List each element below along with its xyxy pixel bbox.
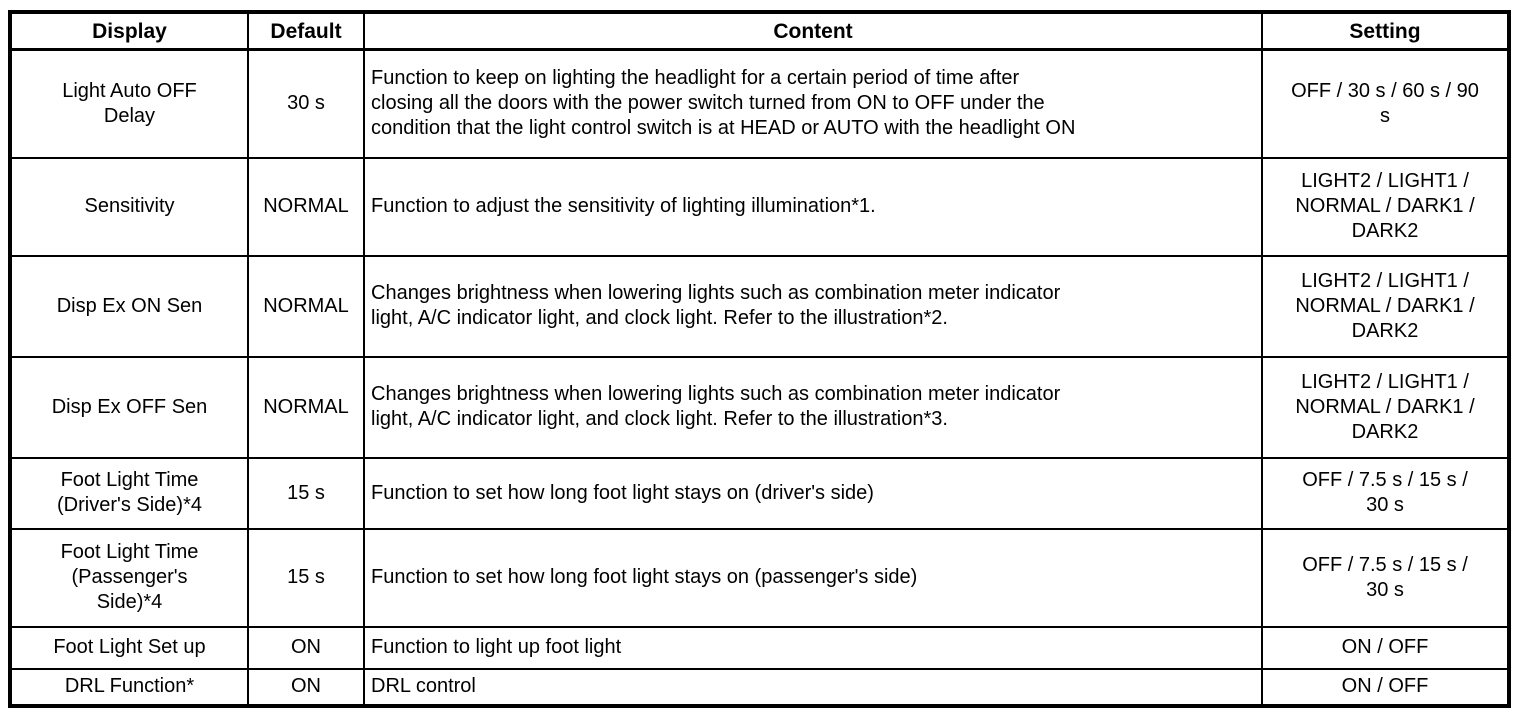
table-row-foot-light-time-passenger: Foot Light Time (Passenger's Side)*4 15 … [9,527,1510,628]
table-row-foot-light-time-driver: Foot Light Time (Driver's Side)*4 15 s F… [9,456,1510,530]
table-row-disp-ex-on-sen: Disp Ex ON Sen NORMAL Changes brightness… [9,254,1510,358]
column-header-setting: Setting [1261,11,1510,51]
cell-setting: LIGHT2 / LIGHT1 / NORMAL / DARK1 / DARK2 [1261,254,1510,358]
cell-setting: OFF / 7.5 s / 15 s / 30 s [1261,456,1510,530]
cell-default: ON [247,625,365,670]
cell-content: Changes brightness when lowering lights … [363,355,1263,459]
cell-display: Disp Ex ON Sen [9,254,249,358]
cell-content: Function to keep on lighting the headlig… [363,48,1263,159]
cell-display: Foot Light Time (Passenger's Side)*4 [9,527,249,628]
cell-default: 15 s [247,527,365,628]
cell-setting: ON / OFF [1261,625,1510,670]
settings-table: Display Default Content Setting Light Au… [8,10,1511,708]
cell-default: NORMAL [247,254,365,358]
cell-display: DRL Function* [9,667,249,707]
table-row-light-auto-off-delay: Light Auto OFF Delay 30 s Function to ke… [9,48,1510,159]
cell-default: 30 s [247,48,365,159]
cell-default: NORMAL [247,156,365,257]
cell-content: Function to set how long foot light stay… [363,527,1263,628]
cell-display: Foot Light Set up [9,625,249,670]
column-header-default: Default [247,11,365,51]
cell-setting: ON / OFF [1261,667,1510,707]
cell-content: Function to set how long foot light stay… [363,456,1263,530]
cell-setting: LIGHT2 / LIGHT1 / NORMAL / DARK1 / DARK2 [1261,156,1510,257]
table-row-drl-function: DRL Function* ON DRL control ON / OFF [9,667,1510,707]
cell-default: 15 s [247,456,365,530]
cell-display: Light Auto OFF Delay [9,48,249,159]
table-row-sensitivity: Sensitivity NORMAL Function to adjust th… [9,156,1510,257]
cell-content: DRL control [363,667,1263,707]
column-header-content: Content [363,11,1263,51]
cell-content: Changes brightness when lowering lights … [363,254,1263,358]
cell-content: Function to adjust the sensitivity of li… [363,156,1263,257]
cell-default: NORMAL [247,355,365,459]
cell-setting: OFF / 30 s / 60 s / 90 s [1261,48,1510,159]
cell-display: Disp Ex OFF Sen [9,355,249,459]
header-row: Display Default Content Setting [9,11,1510,51]
column-header-display: Display [9,11,249,51]
cell-content: Function to light up foot light [363,625,1263,670]
cell-default: ON [247,667,365,707]
cell-display: Sensitivity [9,156,249,257]
cell-setting: OFF / 7.5 s / 15 s / 30 s [1261,527,1510,628]
cell-display: Foot Light Time (Driver's Side)*4 [9,456,249,530]
cell-setting: LIGHT2 / LIGHT1 / NORMAL / DARK1 / DARK2 [1261,355,1510,459]
table-row-disp-ex-off-sen: Disp Ex OFF Sen NORMAL Changes brightnes… [9,355,1510,459]
table-row-foot-light-set-up: Foot Light Set up ON Function to light u… [9,625,1510,670]
